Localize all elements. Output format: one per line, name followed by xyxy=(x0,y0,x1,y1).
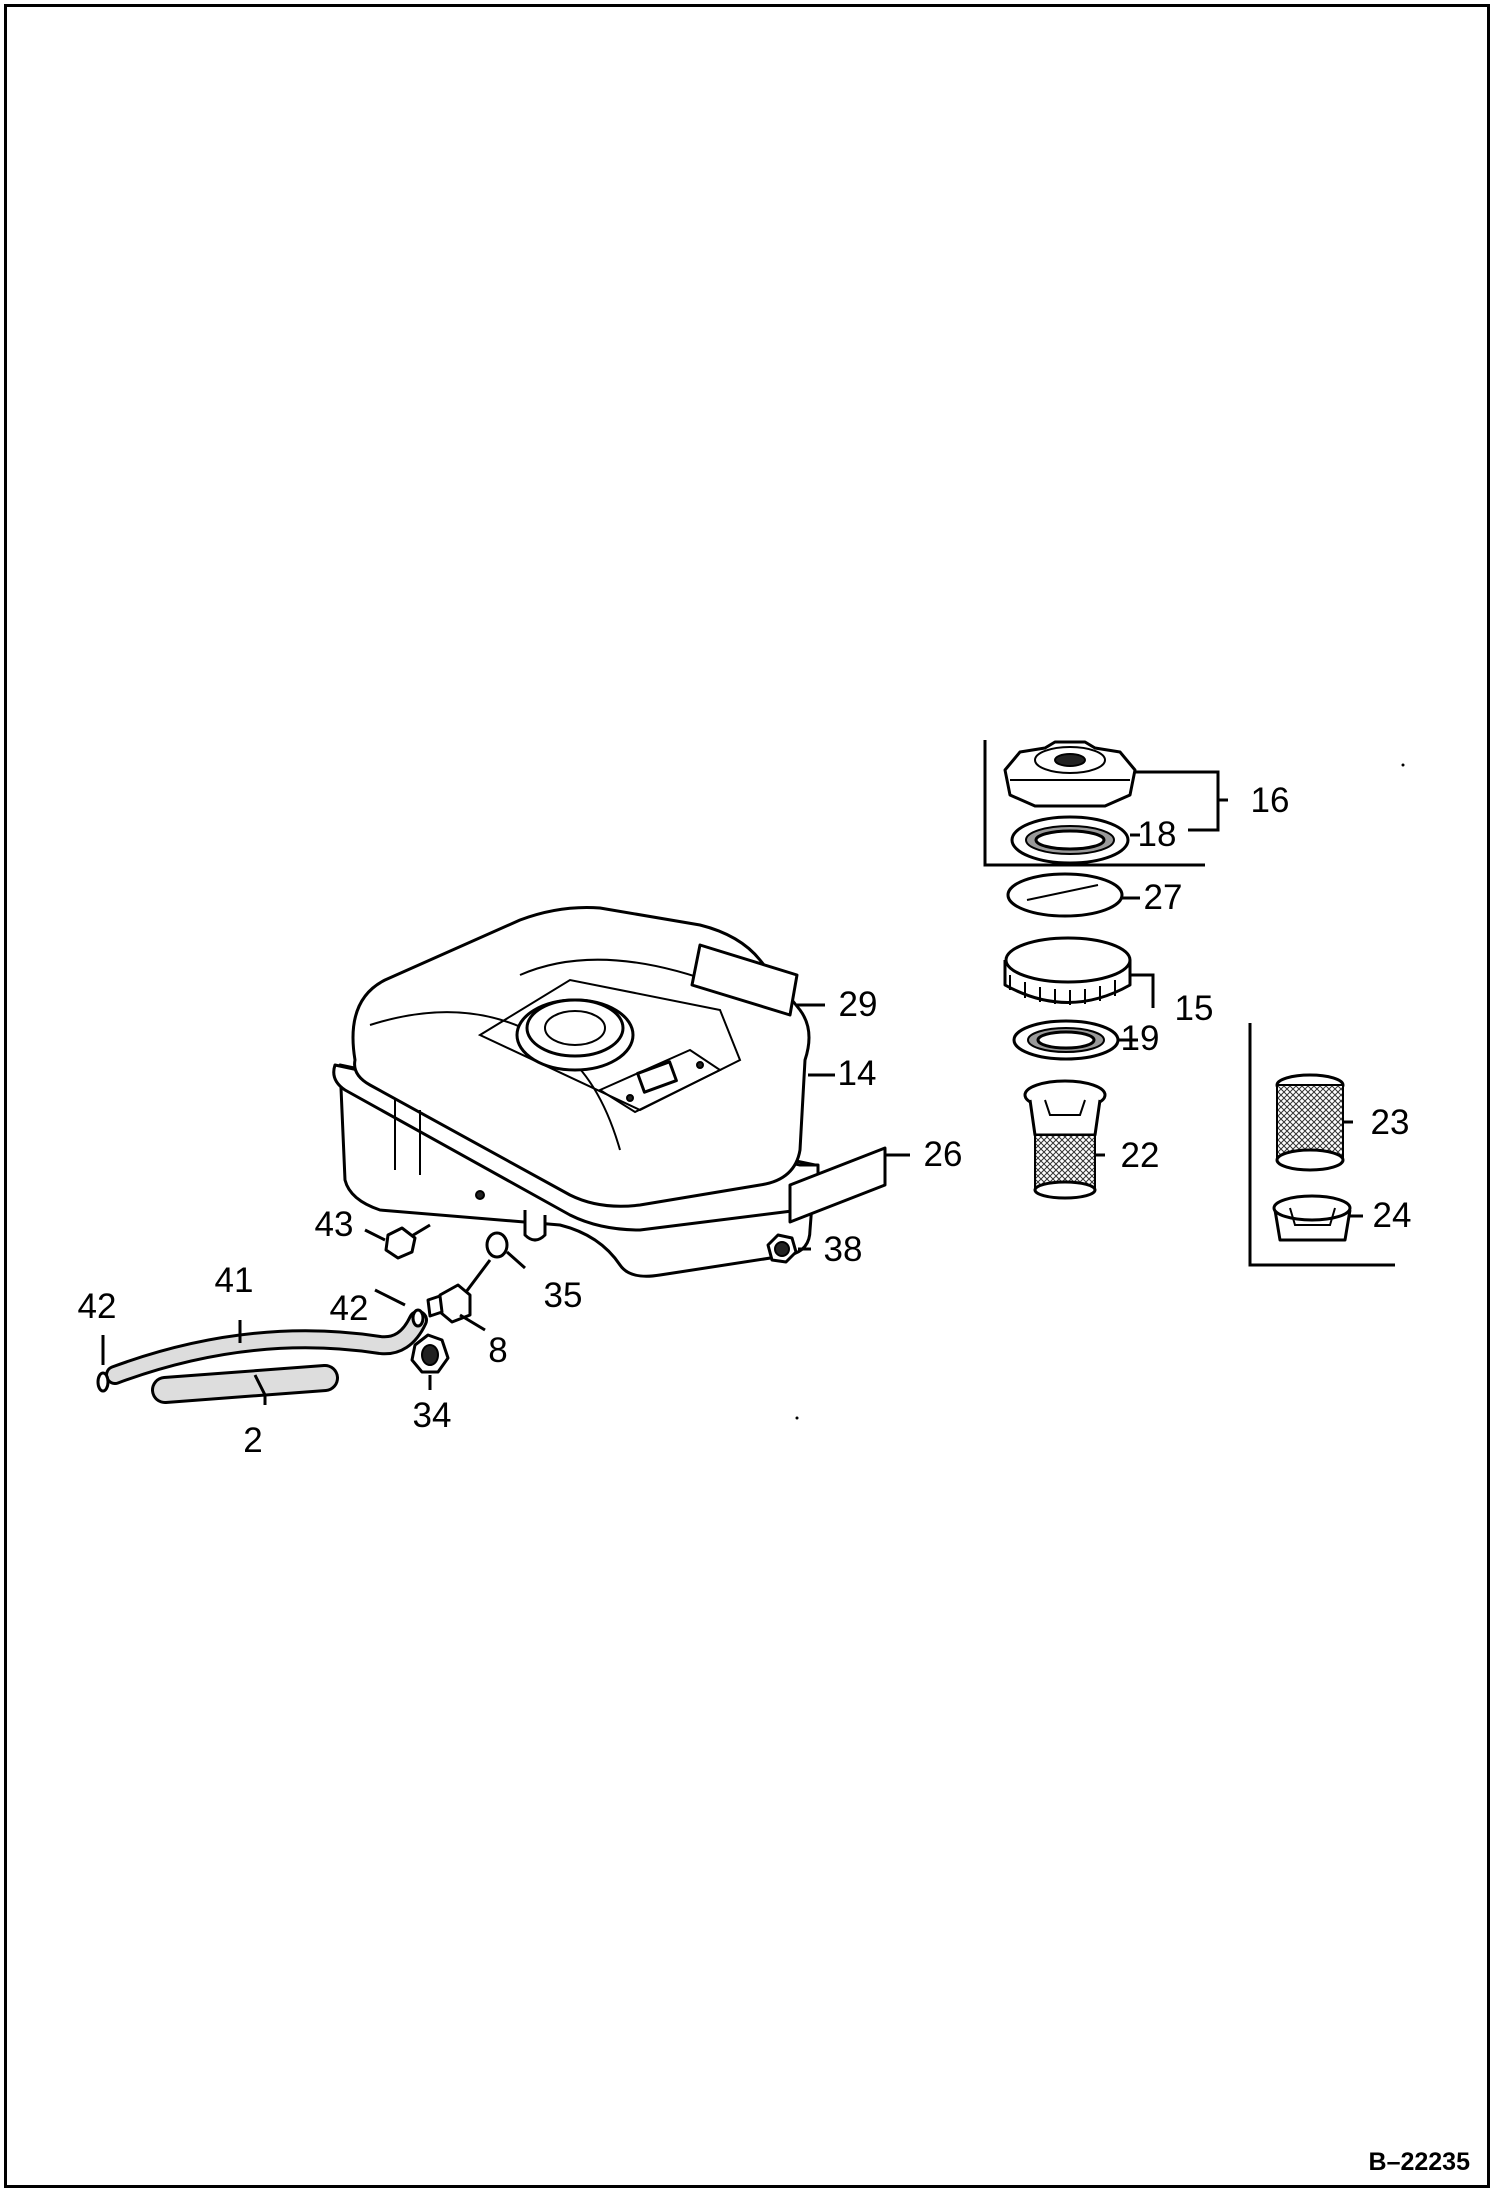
callout-35: 35 xyxy=(544,1276,583,1315)
callout-19: 19 xyxy=(1121,1019,1160,1058)
callout-27: 27 xyxy=(1144,878,1183,917)
callout-2: 2 xyxy=(243,1421,262,1460)
callout-41: 41 xyxy=(215,1261,254,1300)
label-decal-29 xyxy=(690,943,799,1017)
callout-24: 24 xyxy=(1373,1196,1412,1235)
fuel-cock-8 xyxy=(426,1259,492,1324)
clip-42-right xyxy=(411,1308,425,1328)
bolt-43 xyxy=(384,1223,431,1260)
hose-2 xyxy=(151,1364,339,1404)
callout-42-left: 42 xyxy=(78,1287,117,1326)
clip-42-left xyxy=(96,1371,110,1393)
callout-42-right: 42 xyxy=(330,1289,369,1328)
strainer-kit xyxy=(1248,1023,1395,1267)
fuel-strainer xyxy=(1023,1079,1107,1200)
callout-23: 23 xyxy=(1371,1103,1410,1142)
fuel-cap-assembly xyxy=(983,740,1205,867)
callout-15: 15 xyxy=(1175,989,1214,1028)
o-ring xyxy=(1006,872,1124,918)
callout-22: 22 xyxy=(1121,1136,1160,1175)
callout-18: 18 xyxy=(1138,815,1177,854)
document-id: B–22235 xyxy=(1369,2148,1471,2176)
fuel-hose-41 xyxy=(105,1310,428,1385)
callout-8: 8 xyxy=(488,1331,507,1370)
callout-29: 29 xyxy=(839,985,878,1024)
label-decal-26 xyxy=(788,1146,887,1224)
callout-43: 43 xyxy=(315,1205,354,1244)
callout-16: 16 xyxy=(1251,781,1290,820)
callout-14: 14 xyxy=(838,1054,877,1093)
tank-gasket xyxy=(1012,1019,1120,1061)
leader-lines xyxy=(101,770,1363,1405)
ring-nut xyxy=(1003,936,1132,1005)
callout-26: 26 xyxy=(924,1135,963,1174)
washer-35 xyxy=(485,1231,509,1259)
cap-gasket xyxy=(1010,815,1130,865)
callout-38: 38 xyxy=(824,1230,863,1269)
nut-38 xyxy=(766,1233,798,1264)
nut-34 xyxy=(410,1333,450,1374)
callout-34: 34 xyxy=(413,1396,452,1435)
